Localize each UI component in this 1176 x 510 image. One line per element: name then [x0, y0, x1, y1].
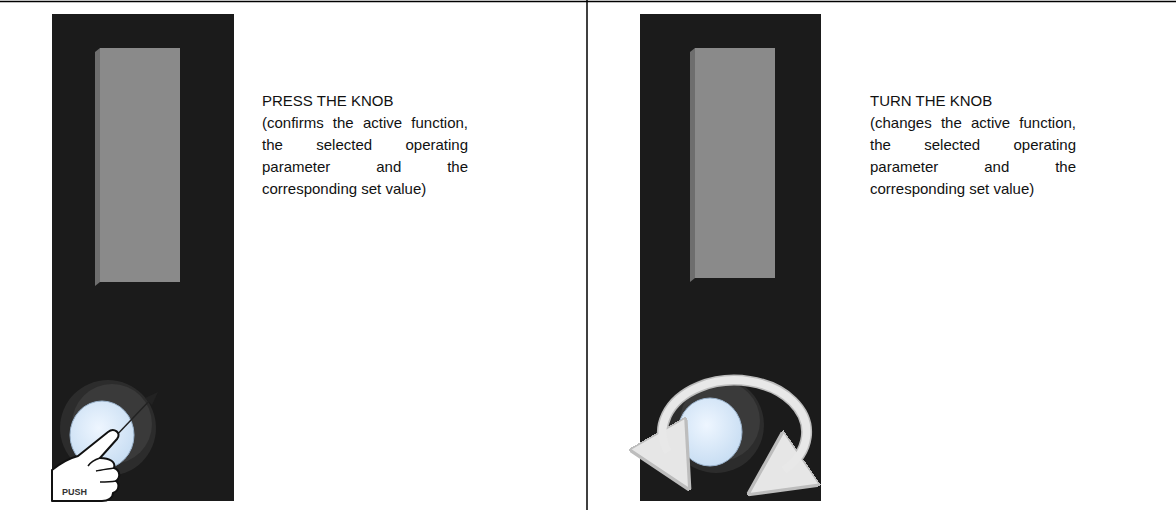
instruction-heading: PRESS THE KNOB	[262, 90, 482, 112]
push-label: PUSH	[62, 487, 102, 497]
instruction-text: (confirms the active function, the selec…	[262, 112, 468, 200]
instruction-text: (changes the active function, the select…	[870, 112, 1076, 200]
instruction-heading: TURN THE KNOB	[870, 90, 1090, 112]
